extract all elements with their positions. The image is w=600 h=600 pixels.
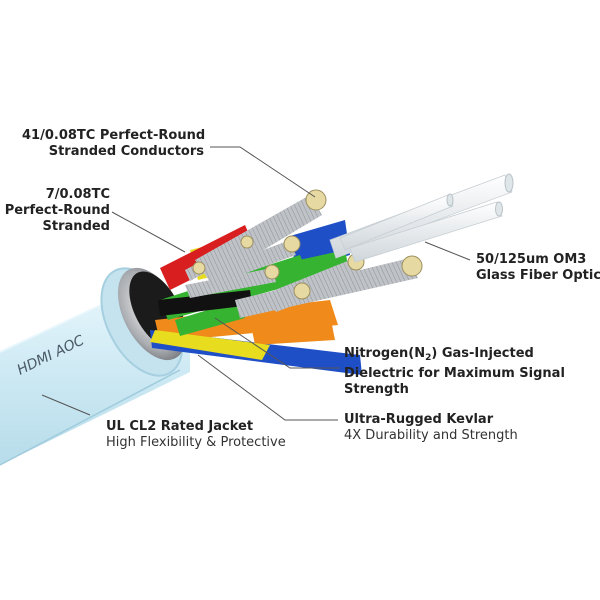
stranded-conductors-7 [185,235,423,318]
label-7-conductors-line3: Stranded [42,219,110,234]
label-dielectric-line2: Dielectric for Maximum Signal [344,366,565,381]
label-fiber-line2: Glass Fiber Optic [476,268,600,283]
orange-wire [155,300,338,345]
label-dielectric-line3: Strength [344,382,409,397]
glass-fiber-optic [329,173,514,263]
label-dielectric: Nitrogen(N2) Gas-Injected Dielectric for… [344,346,565,398]
black-wire [158,290,252,316]
leader-line-kevlar [197,354,338,421]
label-41-conductors: 41/0.08TC Perfect-Round Stranded Conduct… [22,128,206,160]
label-kevlar-subtitle: 4X Durability and Strength [344,428,518,443]
label-fiber-line1: 50/125um OM3 [476,252,587,267]
label-fiber-optic: 50/125um OM3 Glass Fiber Optic [476,252,600,284]
leader-line-dielectric [214,317,340,369]
label-41-conductors-line1: 41/0.08TC Perfect-Round [22,128,206,143]
leader-lines [41,146,471,421]
leader-line-41 [210,146,316,198]
leader-line-7 [111,211,186,253]
label-kevlar-title: Ultra-Rugged Kevlar [344,412,494,427]
label-7-conductors-line1: 7/0.08TC [45,187,110,202]
label-7-conductors: 7/0.08TC Perfect-Round Stranded [0,187,110,235]
label-dielectric-line1: Nitrogen(N2) Gas-Injected [344,346,534,363]
label-41-conductors-line2: Stranded Conductors [48,144,204,159]
label-kevlar: Ultra-Rugged Kevlar 4X Durability and St… [344,412,518,444]
leader-line-jacket [41,394,91,416]
label-jacket: UL CL2 Rated Jacket High Flexibility & P… [106,419,286,451]
leader-line-fiber [424,241,471,261]
label-jacket-title: UL CL2 Rated Jacket [106,419,254,434]
label-jacket-subtitle: High Flexibility & Protective [106,435,286,450]
label-7-conductors-line2: Perfect-Round [4,203,110,218]
